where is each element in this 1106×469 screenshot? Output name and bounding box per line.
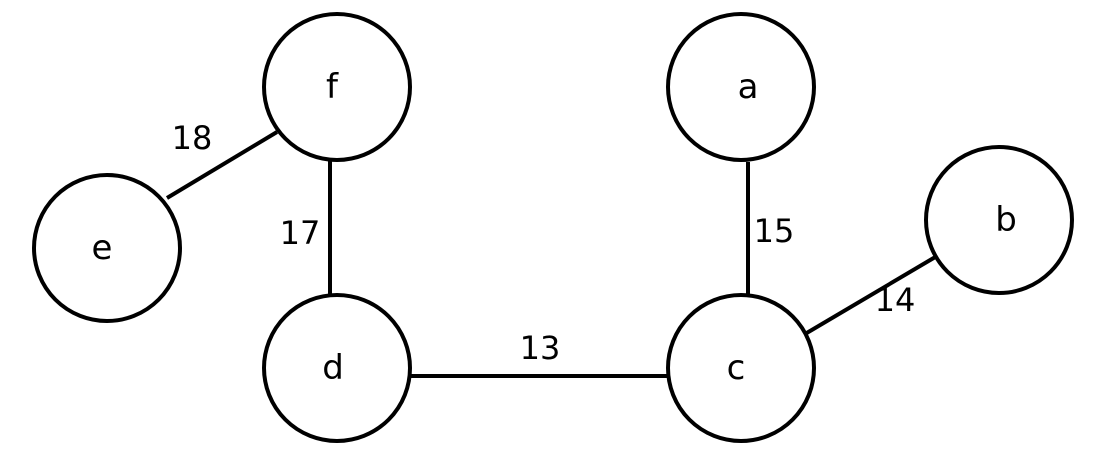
- node-c-circle: [666, 293, 816, 443]
- node-f: f: [262, 12, 412, 162]
- node-d-circle: [262, 293, 412, 443]
- node-d: d: [262, 293, 412, 443]
- node-c-label: c: [727, 348, 746, 388]
- node-f-circle: [262, 12, 412, 162]
- edge-weight-d-c: 13: [520, 329, 561, 367]
- edge-labels: 18 17 13 15 14: [172, 119, 916, 367]
- node-b-label: b: [995, 200, 1017, 240]
- node-e: e: [32, 173, 182, 323]
- node-d-label: d: [322, 348, 344, 388]
- node-e-label: e: [92, 228, 113, 268]
- edge-weight-f-d: 17: [280, 214, 321, 252]
- edge-weight-b-c: 14: [875, 281, 916, 319]
- edge-weight-a-c: 15: [754, 212, 795, 250]
- edge-weight-e-f: 18: [172, 119, 213, 157]
- node-b: b: [924, 145, 1074, 295]
- node-c: c: [666, 293, 816, 443]
- node-a: a: [666, 12, 816, 162]
- node-e-circle: [32, 173, 182, 323]
- node-f-label: f: [326, 67, 339, 107]
- edge-b-c: [803, 254, 939, 336]
- node-a-label: a: [738, 67, 759, 107]
- node-b-circle: [924, 145, 1074, 295]
- edge-e-f: [165, 130, 279, 200]
- edges: [165, 130, 939, 378]
- node-a-circle: [666, 12, 816, 162]
